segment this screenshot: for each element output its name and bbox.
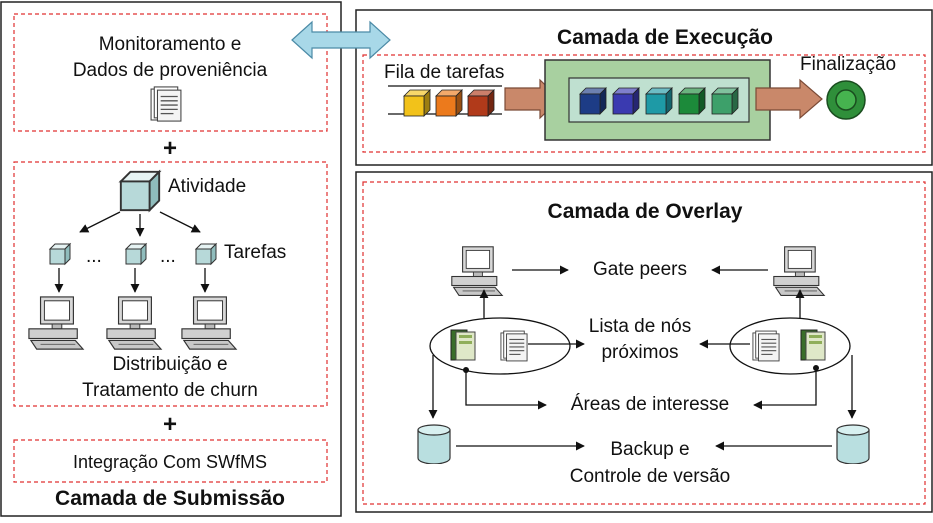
queue-task-cube-3 [467, 89, 495, 117]
finalization-label: Finalização [800, 54, 896, 75]
nearby-list-label-2: próximos [601, 342, 678, 363]
integration-box [13, 439, 328, 483]
queue-task-cube-1 [403, 89, 431, 117]
computer-icon-1 [28, 296, 84, 350]
activity-to-task3-arrow [159, 211, 201, 233]
plus-sign-1: + [163, 135, 177, 162]
backup-label-2: Controle de versão [570, 466, 731, 487]
distribution-label-1: Distribuição e [112, 354, 227, 375]
submission-layer-panel [0, 1, 342, 517]
task-cube-icon-2 [125, 243, 147, 265]
execution-dashed-box [362, 54, 926, 153]
processing-task-cube-1 [579, 87, 607, 115]
processing-task-cube-2 [612, 87, 640, 115]
gate-peer-computer-left-icon [451, 246, 503, 296]
gate-peer-computer-right-icon [773, 246, 825, 296]
activity-label: Atividade [168, 176, 246, 197]
interest-areas-arrow-right [753, 368, 817, 410]
processing-task-cube-4 [678, 87, 706, 115]
right-peer-group-ellipse [729, 317, 851, 375]
task-cube-icon-1 [49, 243, 71, 265]
backup-label-1: Backup e [610, 439, 689, 460]
computer-icon-3 [181, 296, 237, 350]
nearby-list-label-1: Lista de nós [589, 316, 691, 337]
finish-circle-inner [835, 89, 857, 111]
tasks-label: Tarefas [224, 242, 286, 263]
ellipsis-1: ... [86, 246, 102, 267]
submission-layer-title: Camada de Submissão [55, 487, 285, 510]
monitoring-label-2: Dados de proveniência [73, 60, 268, 81]
processing-task-cube-5 [711, 87, 739, 115]
monitoring-label-1: Monitoramento e [99, 34, 242, 55]
execution-layer-panel [355, 9, 933, 166]
plus-sign-2: + [163, 411, 177, 438]
overlay-dashed-box [362, 181, 926, 505]
submission-execution-link-arrow [291, 20, 391, 60]
interest-areas-label: Áreas de interesse [571, 394, 729, 415]
processing-task-cube-3 [645, 87, 673, 115]
monitoring-box [13, 13, 328, 132]
queue-task-cube-2 [435, 89, 463, 117]
integration-label: Integração Com SWfMS [73, 452, 267, 472]
provenance-documents-icon [150, 86, 182, 122]
left-document-icon [500, 330, 528, 362]
activity-to-task1-arrow [79, 211, 121, 233]
queue-cubes [403, 89, 495, 117]
overlay-layer-panel [355, 171, 933, 513]
processing-to-finish-arrow [755, 78, 823, 120]
overlay-layer-title: Camada de Overlay [548, 200, 743, 223]
left-server-icon [450, 329, 476, 361]
interest-areas-dot-right [813, 365, 819, 371]
computer-icon-2 [106, 296, 162, 350]
right-document-icon [752, 330, 780, 362]
left-peer-group-ellipse [429, 317, 571, 375]
task-cube-icon-3 [195, 243, 217, 265]
processing-cubes [579, 87, 739, 115]
execution-layer-title: Camada de Execução [557, 26, 773, 49]
interest-areas-arrow-left [465, 370, 547, 410]
right-database-icon [836, 424, 870, 464]
left-database-icon [417, 424, 451, 464]
activity-cube-icon [119, 170, 161, 212]
queue-label: Fila de tarefas [384, 62, 504, 83]
distribution-label-2: Tratamento de churn [82, 380, 258, 401]
right-server-icon [800, 329, 826, 361]
ellipsis-2: ... [160, 246, 176, 267]
gate-peers-label: Gate peers [593, 259, 687, 280]
interest-areas-dot-left [463, 367, 469, 373]
distribution-box [13, 161, 328, 407]
